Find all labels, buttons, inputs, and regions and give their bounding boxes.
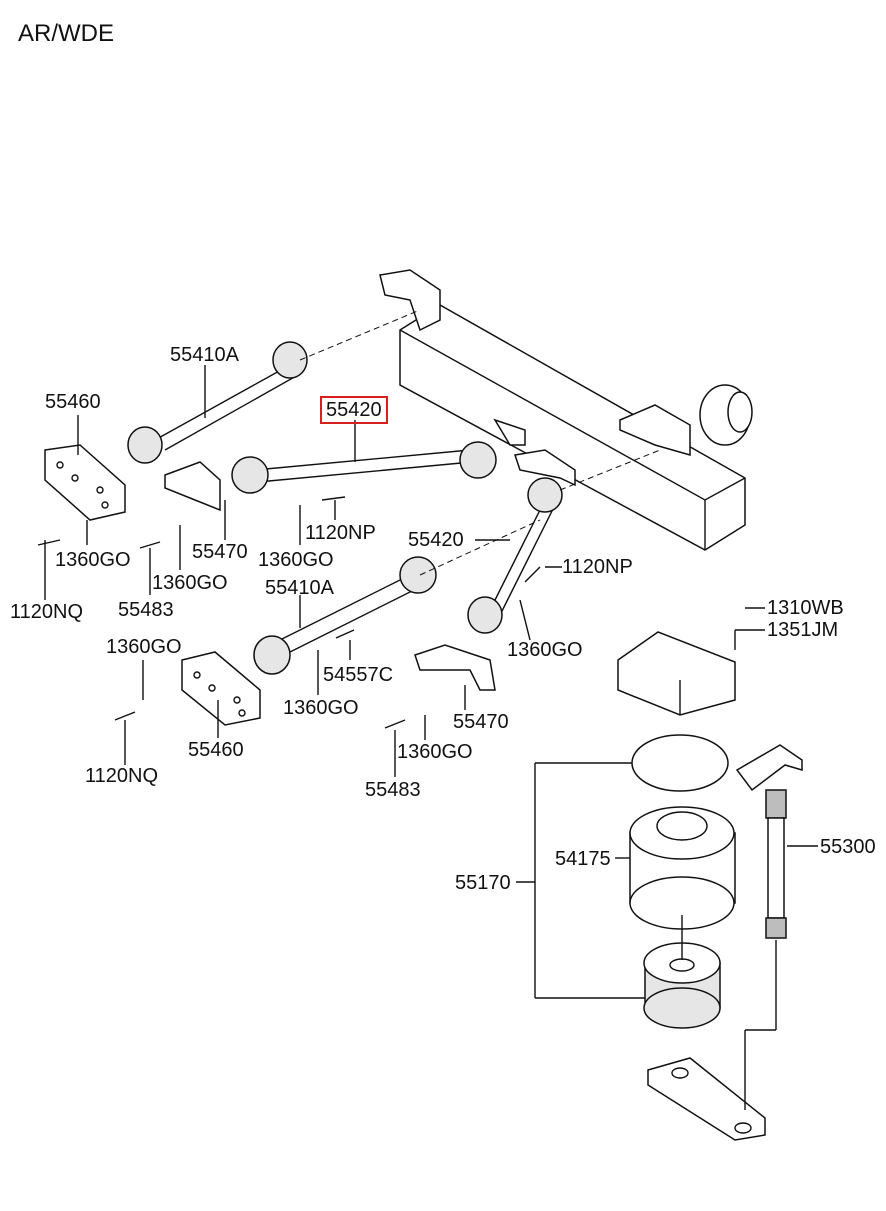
leader-lines bbox=[44, 365, 818, 999]
label-54175: 54175 bbox=[555, 848, 611, 870]
label-55410a-bot: 55410A bbox=[265, 577, 334, 599]
bolts bbox=[37, 496, 541, 729]
label-1120nq-top: 1120NQ bbox=[10, 601, 84, 623]
bump-stop-lower bbox=[643, 915, 721, 1029]
label-55470-bot: 55470 bbox=[453, 711, 509, 733]
label-55420-mid: 55420 bbox=[408, 529, 464, 551]
lateral-rod-upper bbox=[127, 269, 441, 464]
label-1360go-f: 1360GO bbox=[283, 697, 359, 719]
lateral-rod-lower bbox=[253, 519, 541, 675]
spring-upper-bracket bbox=[617, 631, 736, 716]
diagram-title: AR/WDE bbox=[18, 20, 114, 47]
label-1360go-e: 1360GO bbox=[507, 639, 583, 661]
label-1351jm: 1351JM bbox=[767, 619, 839, 641]
label-1360go-g: 1360GO bbox=[397, 741, 473, 763]
label-55420-top-highlighted[interactable]: 55420 bbox=[320, 396, 388, 424]
bracket-55470-lower bbox=[414, 644, 496, 691]
trailing-arm-diagonal bbox=[467, 418, 661, 634]
trailing-arm-upper bbox=[164, 441, 497, 512]
label-55470-top: 55470 bbox=[192, 541, 248, 563]
label-55483-bot: 55483 bbox=[365, 779, 421, 801]
lower-mount-plate bbox=[647, 1057, 766, 1141]
label-55410a-top: 55410A bbox=[170, 344, 239, 366]
shock-absorber bbox=[735, 744, 803, 1110]
bracket-55460-upper bbox=[44, 444, 126, 521]
bracket-55460-lower bbox=[181, 651, 261, 726]
label-1310wb: 1310WB bbox=[767, 597, 844, 619]
label-1360go-b: 1360GO bbox=[258, 549, 334, 571]
label-1360go-a: 1360GO bbox=[55, 549, 131, 571]
label-55460-top: 55460 bbox=[45, 391, 101, 413]
label-55170: 55170 bbox=[455, 872, 511, 894]
rubber-spring bbox=[629, 806, 736, 930]
label-55460-bot: 55460 bbox=[188, 739, 244, 761]
axle-housing bbox=[399, 304, 753, 551]
label-1120np-top: 1120NP bbox=[305, 522, 376, 544]
label-54557c: 54557C bbox=[323, 664, 394, 686]
label-1360go-c: 1360GO bbox=[152, 572, 228, 594]
label-1120nq-bot: 1120NQ bbox=[85, 765, 159, 787]
label-55300: 55300 bbox=[820, 836, 876, 858]
label-55483-top: 55483 bbox=[118, 599, 174, 621]
spring-seat-plate bbox=[631, 734, 729, 792]
label-1360go-d: 1360GO bbox=[106, 636, 182, 658]
label-1120np-mid: 1120NP bbox=[562, 556, 633, 578]
